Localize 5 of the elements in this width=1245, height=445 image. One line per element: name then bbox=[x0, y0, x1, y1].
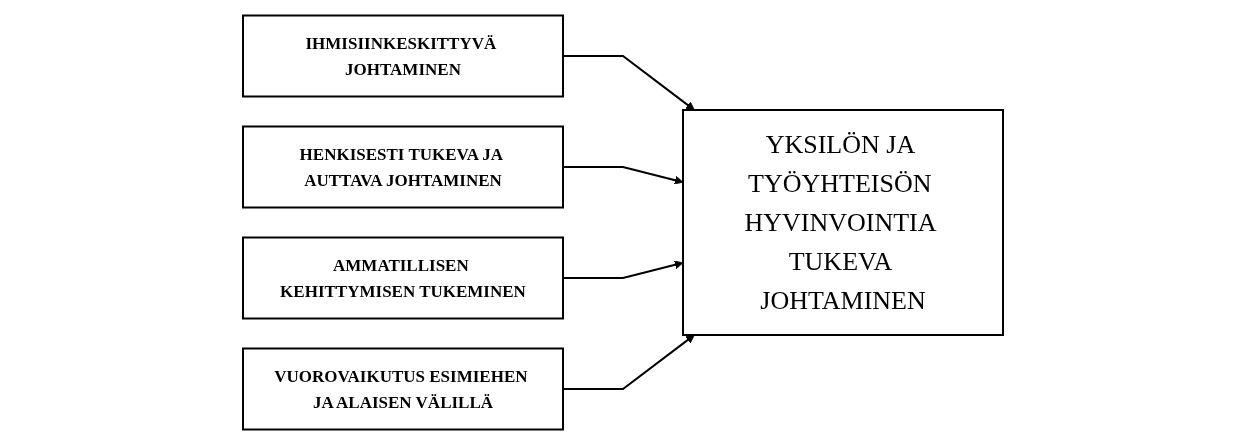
node-box: VUOROVAIKUTUS ESIMIEHEN JA ALAISEN VÄLILLÄ bbox=[241, 347, 564, 431]
node-box: IHMISIINKESKITTYVÄ JOHTAMINEN bbox=[241, 14, 564, 98]
node-box: AMMATILLISEN KEHITTYMISEN TUKEMINEN bbox=[241, 236, 564, 320]
node-box: YKSILÖN JA TYÖYHTEISÖN HYVINVOINTIA TUKEVA JOHTAMINEN bbox=[681, 109, 1004, 336]
node-box: HENKISESTI TUKEVA JA AUTTAVA JOHTAMINEN bbox=[241, 125, 564, 209]
